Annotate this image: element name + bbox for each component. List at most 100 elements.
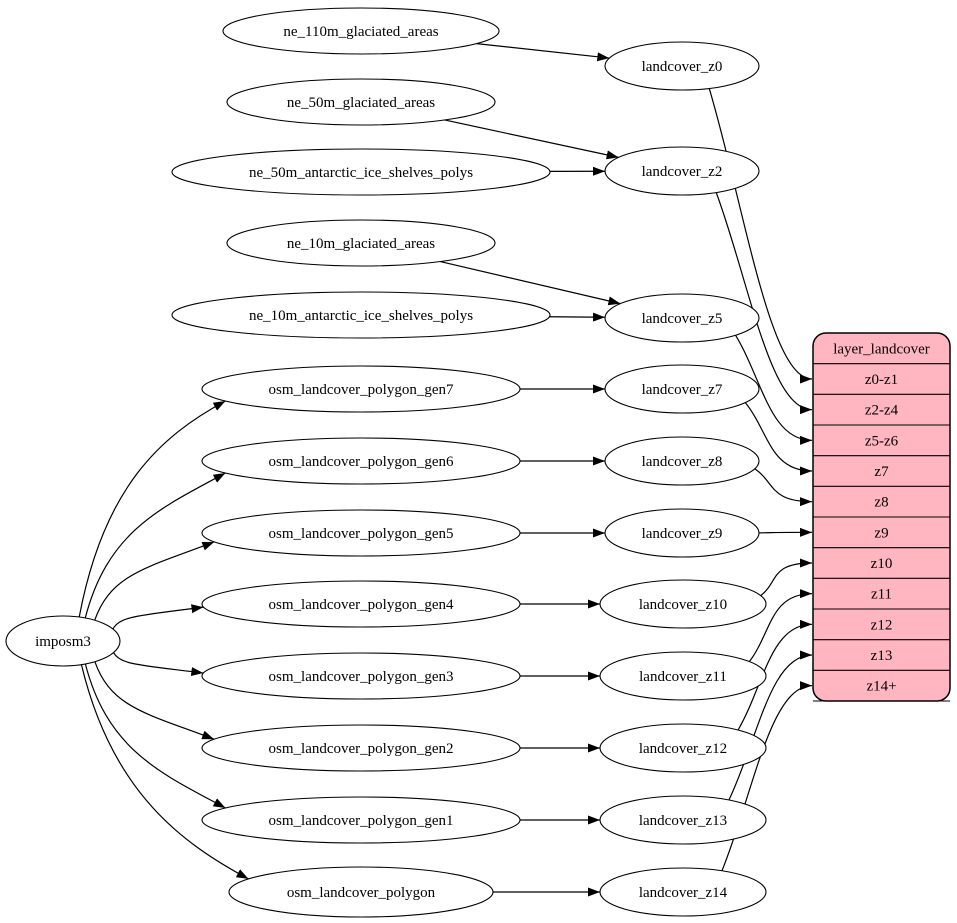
node-shape-osm-landcover-polygon-gen6 [201,437,521,485]
node-label-imposm3: imposm3 [35,634,91,650]
node-shape-landcover-z5 [604,293,760,343]
node-shape-ne-110m-glaciated-areas [222,7,500,55]
node-label-landcover-z13: landcover_z13 [639,813,727,829]
node-label-landcover-z2: landcover_z2 [642,164,723,180]
node-label-ne-10m-antarctic-ice-shelves-polys: ne_10m_antarctic_ice_shelves_polys [249,308,473,324]
node-osm-landcover-polygon-gen3: osm_landcover_polygon_gen3 [201,652,521,700]
node-label-landcover-z8: landcover_z8 [642,454,723,470]
node-label-osm-landcover-polygon-gen1: osm_landcover_polygon_gen1 [269,813,454,829]
node-shape-ne-10m-antarctic-ice-shelves-polys [171,291,551,339]
node-label-ne-50m-antarctic-ice-shelves-polys: ne_50m_antarctic_ice_shelves_polys [249,165,473,181]
node-landcover-z9: landcover_z9 [604,508,760,558]
node-landcover-z5: landcover_z5 [604,293,760,343]
node-landcover-z13: landcover_z13 [599,795,767,845]
node-osm-landcover-polygon: osm_landcover_polygon [228,866,494,918]
node-label-landcover-z14: landcover_z14 [639,885,728,901]
edge-imposm3-to-osm-landcover-polygon-gen2 [94,661,215,740]
node-osm-landcover-polygon-gen1: osm_landcover_polygon_gen1 [201,796,521,844]
node-label-osm-landcover-polygon-gen3: osm_landcover_polygon_gen3 [269,669,454,685]
node-shape-landcover-z0 [604,41,760,91]
node-label-landcover-z9: landcover_z9 [642,526,723,542]
edge-landcover-z2-to-layer-landcover-z2-z4 [715,192,813,415]
node-label-ne-50m-glaciated-areas: ne_50m_glaciated_areas [287,95,435,111]
node-shape-osm-landcover-polygon-gen4 [201,580,521,628]
table-row-z10: z10 [871,556,893,572]
node-landcover-z12: landcover_z12 [599,723,767,773]
node-ne-50m-antarctic-ice-shelves-polys: ne_50m_antarctic_ice_shelves_polys [171,148,551,196]
edge-landcover-z10-to-layer-landcover-z10 [760,558,813,597]
node-shape-landcover-z14 [599,867,767,917]
node-osm-landcover-polygon-gen4: osm_landcover_polygon_gen4 [201,580,521,628]
edge-landcover-z13-to-layer-landcover-z13 [728,650,813,801]
edge-landcover-z5-to-layer-landcover-z5-z6 [735,334,813,445]
edge-landcover-z7-to-layer-landcover-z7 [744,402,813,476]
node-shape-osm-landcover-polygon-gen3 [201,652,521,700]
node-landcover-z10: landcover_z10 [599,579,767,629]
edge-imposm3-to-osm-landcover-polygon-gen6 [84,472,226,619]
node-shape-ne-10m-glaciated-areas [226,219,496,267]
table-row-z14: z14+ [866,679,896,695]
node-label-ne-110m-glaciated-areas: ne_110m_glaciated_areas [283,24,438,40]
node-label-landcover-z7: landcover_z7 [642,382,723,398]
edge-landcover-z12-to-layer-landcover-z12 [737,619,813,731]
node-label-landcover-z11: landcover_z11 [639,669,727,685]
node-osm-landcover-polygon-gen6: osm_landcover_polygon_gen6 [201,437,521,485]
node-shape-osm-landcover-polygon-gen5 [201,509,521,557]
table-row-z2-z4: z2-z4 [865,403,899,419]
edge-imposm3-to-osm-landcover-polygon-gen7 [78,400,226,618]
node-ne-50m-glaciated-areas: ne_50m_glaciated_areas [226,78,496,126]
node-landcover-z0: landcover_z0 [604,41,760,91]
node-label-osm-landcover-polygon-gen5: osm_landcover_polygon_gen5 [269,526,454,542]
node-label-osm-landcover-polygon-gen6: osm_landcover_polygon_gen6 [269,454,454,470]
table-row-z0-z1: z0-z1 [865,372,898,388]
node-landcover-z14: landcover_z14 [599,867,767,917]
node-shape-ne-50m-glaciated-areas [226,78,496,126]
node-shape-landcover-z13 [599,795,767,845]
node-label-landcover-z12: landcover_z12 [639,741,727,757]
node-osm-landcover-polygon-gen5: osm_landcover_polygon_gen5 [201,509,521,557]
node-label-ne-10m-glaciated-areas: ne_10m_glaciated_areas [287,236,435,252]
node-landcover-z11: landcover_z11 [599,651,767,701]
node-osm-landcover-polygon-gen2: osm_landcover_polygon_gen2 [201,724,521,772]
node-shape-osm-landcover-polygon [228,866,494,918]
edge-imposm3-to-osm-landcover-polygon [80,664,249,880]
node-label-landcover-z0: landcover_z0 [642,59,723,75]
edge-landcover-z11-to-layer-landcover-z11 [748,589,813,662]
edge-imposm3-to-osm-landcover-polygon-gen5 [94,541,215,621]
edge-landcover-z8-to-layer-landcover-z8 [754,468,813,507]
node-landcover-z7: landcover_z7 [604,364,760,414]
node-shape-landcover-z7 [604,364,760,414]
node-shape-osm-landcover-polygon-gen1 [201,796,521,844]
node-shape-imposm3 [5,615,121,667]
table-row-z9: z9 [874,525,888,541]
table-row-z5-z6: z5-z6 [865,433,899,449]
node-landcover-z2: landcover_z2 [604,146,760,196]
node-shape-osm-landcover-polygon-gen7 [201,365,521,413]
node-ne-10m-antarctic-ice-shelves-polys: ne_10m_antarctic_ice_shelves_polys [171,291,551,339]
edge-landcover-z0-to-layer-landcover-z0-z1 [708,88,813,384]
table-row-z12: z12 [871,617,893,633]
node-label-osm-landcover-polygon-gen2: osm_landcover_polygon_gen2 [269,741,454,757]
node-shape-landcover-z9 [604,508,760,558]
node-label-landcover-z5: landcover_z5 [642,311,723,327]
node-landcover-z8: landcover_z8 [604,436,760,486]
node-shape-ne-50m-antarctic-ice-shelves-polys [171,148,551,196]
edge-ne-50m-glaciated-areas-to-landcover-z2 [444,119,619,160]
node-shape-landcover-z2 [604,146,760,196]
node-shape-landcover-z10 [599,579,767,629]
edges-layer [78,42,813,897]
edge-landcover-z9-to-layer-landcover-z9 [758,527,813,537]
node-osm-landcover-polygon-gen7: osm_landcover_polygon_gen7 [201,365,521,413]
edge-imposm3-to-osm-landcover-polygon-gen4 [112,604,204,630]
node-imposm3: imposm3 [5,615,121,667]
node-shape-landcover-z8 [604,436,760,486]
node-ne-110m-glaciated-areas: ne_110m_glaciated_areas [222,7,500,55]
edge-imposm3-to-osm-landcover-polygon-gen3 [113,652,204,677]
table-row-z11: z11 [871,587,892,603]
node-shape-landcover-z12 [599,723,767,773]
edge-ne-10m-antarctic-ice-shelves-polys-to-landcover-z5 [549,312,606,322]
table-row-z13: z13 [871,648,893,664]
table-layer-landcover: layer_landcoverz0-z1z2-z4z5-z6z7z8z9z10z… [812,332,951,702]
node-label-osm-landcover-polygon-gen4: osm_landcover_polygon_gen4 [269,597,454,613]
